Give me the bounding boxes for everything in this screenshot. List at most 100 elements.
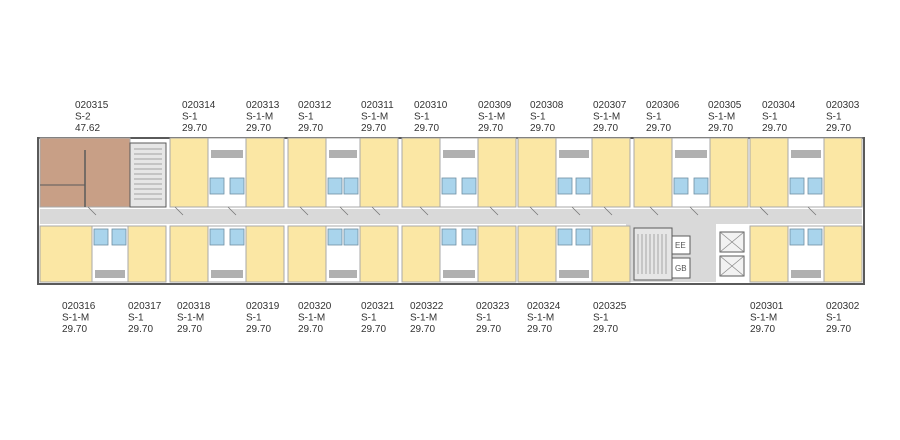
unit-020319 (245, 225, 285, 283)
door-swing (299, 206, 309, 216)
unit-type: S-1-M (593, 112, 620, 123)
unit-020311 (359, 137, 399, 208)
kitchen-counter (791, 270, 821, 278)
door-swing (603, 206, 613, 216)
unit-id: 020302 (826, 301, 860, 312)
bathroom (111, 228, 127, 246)
door-swing (689, 206, 699, 216)
unit-type: S-1-M (177, 313, 204, 324)
room-ee (671, 235, 691, 255)
unit-020308 (517, 137, 557, 208)
unit-type: S-1-M (361, 112, 388, 123)
service-shaft (555, 137, 593, 208)
bathroom (557, 177, 573, 195)
door-swing (529, 206, 539, 216)
bathroom (461, 177, 477, 195)
unit-id: 020312 (298, 100, 332, 111)
unit-type: S-1-M (298, 313, 325, 324)
unit-020301 (749, 225, 789, 283)
door-swing (371, 206, 381, 216)
unit-020320 (287, 225, 327, 283)
unit-id: 020309 (478, 100, 512, 111)
kitchen-counter (211, 150, 243, 158)
unit-area: 29.70 (476, 324, 501, 335)
unit-type: S-1-M (478, 112, 505, 123)
kitchen-counter (329, 150, 357, 158)
unit-type: S-1 (530, 112, 546, 123)
kitchen-counter (95, 270, 125, 278)
elevator-icon (719, 255, 745, 277)
unit-id: 020323 (476, 301, 510, 312)
unit-id: 020316 (62, 301, 96, 312)
elevator-cross (719, 255, 745, 277)
unit-area: 29.70 (414, 123, 439, 134)
unit-area: 29.70 (593, 123, 618, 134)
unit-020316 (39, 225, 93, 283)
kitchen-counter (443, 270, 475, 278)
unit-type: S-1 (826, 112, 842, 123)
bathroom (441, 177, 457, 195)
door-swing (339, 206, 349, 216)
door-swing (227, 206, 237, 216)
unit-id: 020324 (527, 301, 561, 312)
kitchen-counter (791, 150, 821, 158)
door-swing (649, 206, 659, 216)
unit-id: 020306 (646, 100, 680, 111)
unit-type: S-1 (182, 112, 198, 123)
unit-area: 29.70 (298, 123, 323, 134)
unit-type: S-1 (646, 112, 662, 123)
bathroom (557, 228, 573, 246)
bathroom (693, 177, 709, 195)
unit-020321 (359, 225, 399, 283)
unit-area: 29.70 (527, 324, 552, 335)
service-label-ee: EE (675, 241, 686, 250)
unit-020317 (127, 225, 167, 283)
unit-020313 (245, 137, 285, 208)
bathroom (807, 177, 823, 195)
unit-area: 29.70 (361, 324, 386, 335)
unit-area: 29.70 (246, 123, 271, 134)
unit-id: 020308 (530, 100, 564, 111)
unit-020325 (591, 225, 631, 283)
unit-020314 (169, 137, 209, 208)
bathroom (93, 228, 109, 246)
unit-id: 020321 (361, 301, 395, 312)
unit-area: 29.70 (750, 324, 775, 335)
unit-area: 29.70 (708, 123, 733, 134)
service-shaft (671, 137, 711, 208)
unit-area: 29.70 (361, 123, 386, 134)
staircase-left (129, 142, 167, 208)
service-shaft (207, 137, 247, 208)
unit-id: 020318 (177, 301, 211, 312)
kitchen-counter (559, 270, 589, 278)
service-label-gb: GB (675, 264, 687, 273)
bathroom (789, 177, 805, 195)
door-swing (419, 206, 429, 216)
unit-id: 020319 (246, 301, 280, 312)
unit-type: S-1 (476, 313, 492, 324)
unit-area: 29.70 (128, 324, 153, 335)
unit-020323 (477, 225, 517, 283)
unit-area: 29.70 (762, 123, 787, 134)
unit-id: 020303 (826, 100, 860, 111)
unit-area: 29.70 (62, 324, 87, 335)
elevator-icon (719, 231, 745, 253)
door-swing (489, 206, 499, 216)
unit-020302 (823, 225, 863, 283)
door-swing (807, 206, 817, 216)
staircase-right (633, 227, 673, 281)
